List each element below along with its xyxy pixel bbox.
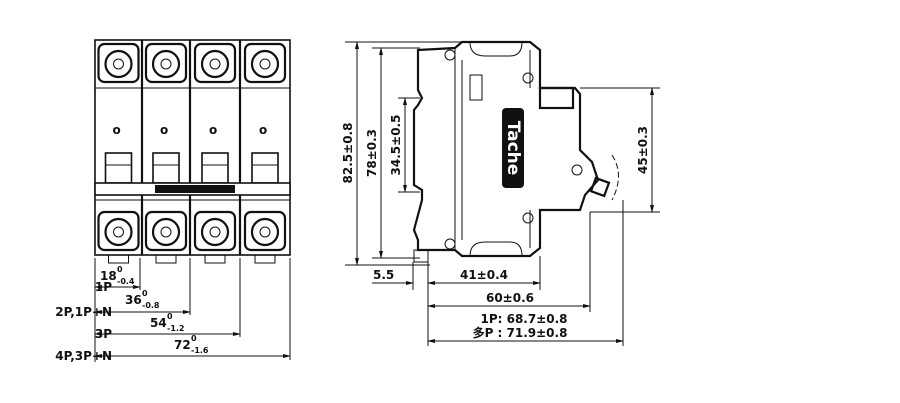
dim-depth-1p: 1P: 68.7±0.8 [480,312,567,326]
width-dim-3p: 3P 54 0 -1.2 [94,312,241,341]
dim-depth-front: 60±0.6 [486,291,534,305]
handle-tie-bar-center [155,185,235,193]
dim-depth-multi: 多P : 71.9±0.8 [473,325,568,340]
brand-text: Tache [503,121,523,176]
terminal-screw-icon [200,49,230,79]
terminal-frame [144,210,188,252]
terminal-frame [193,210,237,252]
terminal-screw-center [113,58,124,70]
din-clip [204,255,226,264]
test-button [538,86,575,110]
terminal-screw-center [160,226,172,238]
terminal-screw-icon [151,49,181,79]
terminal-screw-center [209,226,221,238]
width-upper-tol: 0 [142,289,148,298]
side-horizontal-dimensions: 5.5 41±0.4 60±0.6 1P: 68.7±0.8 多P : 71.9… [372,200,624,346]
din-clip [254,255,276,264]
dim-body-depth: 41±0.4 [460,268,508,282]
toggle-handle [201,152,229,184]
lock-knob [589,176,611,198]
width-lower-tol: -1.6 [191,346,209,355]
terminal-screw-center [113,226,124,238]
brand-logo [502,108,524,188]
pole-indicator: o [259,123,267,137]
width-lower-tol: -1.2 [167,324,185,333]
toggle-handle [104,152,133,184]
pole-label: 4P,3P+N [55,349,112,363]
din-clip [155,255,177,264]
width-nominal: 18 [100,269,117,283]
terminal-screw-icon [104,49,133,79]
width-dim-1p: 1P 18 0 -0.4 [94,265,141,294]
width-nominal: 72 [174,338,191,352]
terminal-frame [243,42,287,84]
terminal-screw-center [259,226,271,238]
dim-rail-offset: 5.5 [373,268,394,282]
terminal-screw-center [209,58,221,70]
terminal-frame [144,42,188,84]
side-view: Tache [412,40,619,263]
width-dim-4p: 4P,3P+N 72 0 -1.6 [55,334,291,363]
toggle-handle [251,152,279,184]
front-width-dimensions: 1P 18 0 -0.4 2P,1P+N 36 0 -0.8 3P 54 0 -… [55,258,291,363]
terminal-screw-center [259,58,271,70]
terminal-screw-icon [200,217,230,247]
side-vertical-dimensions: 82.5±0.8 78±0.3 34.5±0.5 45±0.3 [341,41,660,266]
pole-indicator: o [113,123,121,137]
pole-label: 1P [95,280,112,294]
width-upper-tol: 0 [167,312,173,321]
breaker-body-outline [94,39,291,256]
terminal-screw-icon [250,49,280,79]
width-upper-tol: 0 [117,265,123,274]
din-clip [108,255,129,264]
width-nominal: 54 [150,316,167,330]
terminal-frame [97,42,140,84]
width-dim-2p: 2P,1P+N 36 0 -0.8 [55,289,191,319]
pole-indicator: o [209,123,217,137]
dim-body-height: 78±0.3 [365,129,379,177]
toggle-handle [152,152,180,184]
width-lower-tol: -0.4 [117,277,135,286]
terminal-frame [193,42,237,84]
terminal-screw-center [160,58,172,70]
width-nominal: 36 [125,293,142,307]
terminal-frame [97,210,140,252]
terminal-screw-icon [151,217,181,247]
dim-rail-height: 34.5±0.5 [389,115,403,176]
pole-label: 2P,1P+N [55,305,112,319]
terminal-frame [243,210,287,252]
dim-front-height: 45±0.3 [636,126,650,174]
terminal-screw-icon [250,217,280,247]
pole-label: 3P [95,327,112,341]
pole-indicator: o [160,123,168,137]
width-upper-tol: 0 [191,334,197,343]
dim-total-height: 82.5±0.8 [341,123,355,184]
certification-mark [469,74,483,101]
terminal-screw-icon [104,217,133,247]
width-lower-tol: -0.8 [142,301,160,310]
